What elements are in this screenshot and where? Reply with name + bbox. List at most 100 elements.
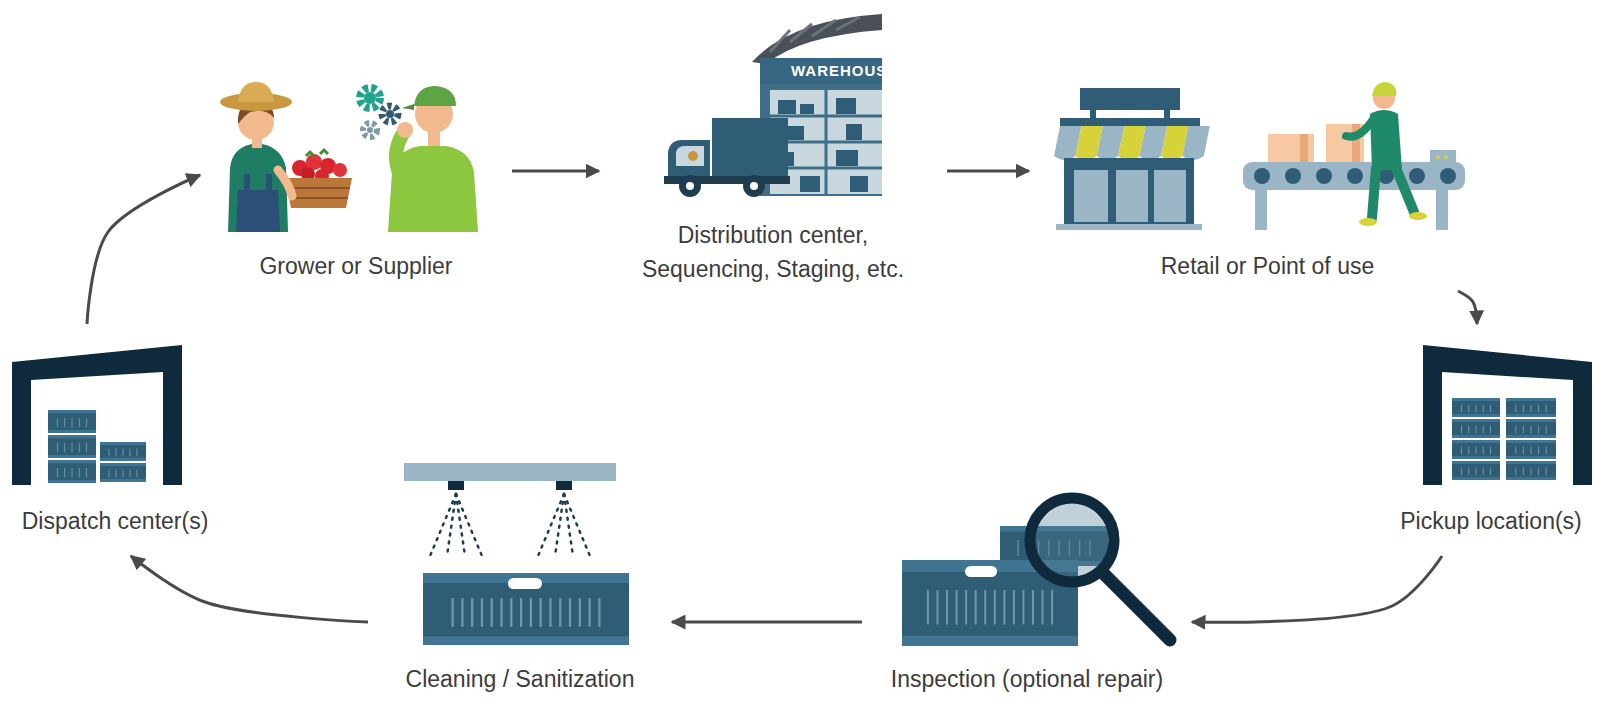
crate-part [1506, 419, 1556, 422]
crate-handle [508, 578, 542, 589]
worker-figure [1346, 82, 1427, 226]
crate-part [1490, 468, 1491, 476]
crate-part [965, 590, 967, 624]
crate-part [1515, 426, 1516, 434]
crate-part [1538, 426, 1539, 434]
conveyor-line-part [1254, 168, 1456, 184]
crate-part [1483, 426, 1484, 434]
crate-part [1546, 405, 1547, 413]
crate-part [1476, 405, 1477, 413]
crate-part [1003, 590, 1005, 624]
farmer-figure-part [266, 174, 272, 194]
crate-part [540, 598, 542, 627]
conveyor-line-part [1444, 155, 1448, 159]
crate-part [1531, 426, 1532, 434]
supplier-figure-part [363, 123, 377, 137]
stage-node: Pickup location(s) [1385, 330, 1597, 550]
crate-part [1538, 468, 1539, 476]
crate-part [64, 443, 65, 452]
worker-figure-part [1409, 212, 1427, 220]
crate-part [109, 449, 110, 457]
conveyor-line-part-part [1316, 168, 1332, 184]
crate-part [1531, 468, 1532, 476]
warehouse-building-part [778, 100, 796, 114]
crate-part [1506, 435, 1556, 438]
retail-shop-part [1054, 126, 1210, 160]
crate-part [1452, 477, 1500, 480]
crate-part [1452, 456, 1500, 459]
crate [100, 442, 146, 461]
crate-part [1452, 414, 1500, 417]
supplier-figure-part [382, 106, 398, 122]
crate-part [109, 470, 110, 478]
dispatch-shed-part [48, 410, 146, 483]
flow-arrow [672, 621, 862, 624]
supplier-figure-part [414, 86, 456, 106]
crate-part [48, 435, 96, 438]
warehouse-building-part [846, 124, 862, 140]
crate-part [1538, 447, 1539, 455]
crate-part [1452, 461, 1500, 480]
cleaning-scene-part-part [430, 494, 456, 556]
crate-part [1523, 426, 1524, 434]
warehouse-building-part [800, 176, 820, 192]
crate-part [1461, 426, 1462, 434]
crate-part [57, 418, 58, 427]
crate-part [1461, 405, 1462, 413]
supplier-figure-part [360, 88, 380, 108]
crate-part [1032, 590, 1034, 624]
pickup-shed-part [1452, 398, 1556, 480]
stage-label: Cleaning / Sanitization [406, 662, 635, 696]
crate-part [1490, 447, 1491, 455]
crate-part [902, 636, 1078, 646]
crate-part [79, 443, 80, 452]
crate [1452, 419, 1500, 438]
flow-arrow [1458, 291, 1477, 324]
flow-arrow [512, 170, 599, 173]
crate-part [1506, 398, 1556, 417]
crate-part [48, 430, 96, 433]
crate-part [1506, 440, 1556, 459]
crate-part [48, 410, 96, 413]
crate-part [64, 468, 65, 477]
retail-shop-part [1074, 170, 1108, 222]
delivery-truck [664, 118, 790, 197]
crate-part [1452, 419, 1500, 422]
pickup-shed-part [1423, 345, 1592, 485]
crate-part [1022, 590, 1024, 624]
crate-part [1490, 426, 1491, 434]
retail-shop-part [1056, 224, 1202, 230]
crate-part [1468, 426, 1469, 434]
crate-part [1546, 426, 1547, 434]
crate-part [129, 449, 130, 457]
crate-part [927, 590, 929, 624]
crate-part [48, 410, 96, 433]
crate-part [946, 590, 948, 624]
crate-part [1452, 440, 1500, 443]
crate-part [1452, 440, 1500, 459]
conveyor-line-part-part [1254, 168, 1270, 184]
crate-part [598, 598, 600, 627]
supplier-figure-part [367, 127, 373, 133]
supplier-figure-part [396, 132, 404, 170]
worker-figure-part [1372, 82, 1396, 96]
crate-part [100, 442, 146, 461]
cleaning-scene-part [430, 494, 590, 556]
supplier-figure [360, 86, 478, 232]
crate-part [936, 590, 938, 624]
crate-part [100, 463, 146, 466]
crate-part [57, 443, 58, 452]
crate [48, 435, 96, 458]
crate-part [79, 418, 80, 427]
stage-node: Distribution center, Sequencing, Staging… [605, 8, 941, 290]
conveyor-line-part-part [1347, 168, 1363, 184]
retail-shop-part [1154, 170, 1186, 222]
cleaning-scene-part [556, 481, 572, 490]
crate-part [1483, 405, 1484, 413]
flow-arrow [131, 556, 368, 622]
crate-part [1506, 461, 1556, 464]
crate-part [48, 480, 96, 483]
crate-part [123, 449, 124, 457]
